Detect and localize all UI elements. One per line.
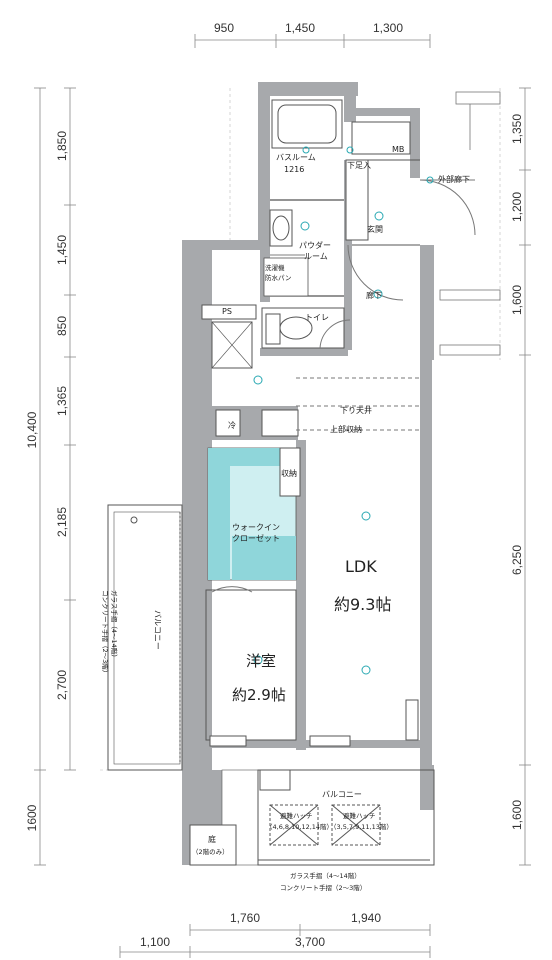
bathroom-size-label: 1216	[284, 165, 304, 174]
washer-label-2: 防水パン	[265, 273, 291, 282]
bottom-balcony-label: バルコニー	[322, 790, 362, 799]
hatch-label-1: 避難ハッチ	[280, 811, 313, 820]
dim-left-2: 1,450	[55, 235, 69, 265]
dimension-lines	[34, 34, 531, 958]
kitchen	[215, 377, 420, 437]
light-fixtures	[253, 146, 434, 675]
dim-right-4: 6,250	[510, 545, 524, 575]
ldk-size-label: 約9.3帖	[334, 595, 391, 614]
bottom-rail-label-2: コンクリート手摺（2～3階）	[280, 883, 366, 892]
room-labels: バスルーム 1216 パウダー ルーム 洗濯機 防水パン トイレ 玄関 下足入 …	[101, 145, 470, 892]
walk-in-closet	[207, 447, 301, 581]
dim-top-1: 950	[214, 21, 234, 35]
hatch-floors-label-1: （4,6,8,10,12,14階）	[266, 822, 333, 831]
upper-storage-label: 上部収納	[330, 424, 362, 434]
dim-left-1: 1,850	[55, 131, 69, 161]
side-balcony-label: バルコニー	[153, 610, 162, 650]
dim-top-2: 1,450	[285, 21, 315, 35]
wic-label: ウォークイン	[232, 523, 280, 532]
washer-label: 洗濯機	[265, 263, 285, 272]
toilet	[261, 307, 351, 349]
dim-left-6: 2,700	[55, 670, 69, 700]
dim-left-outer: 10,400	[25, 411, 39, 448]
dim-bottom-1: 1,760	[230, 911, 260, 925]
dim-bottom-2: 1,940	[351, 911, 381, 925]
hatch-floors-label-2: （3,5,7,9,11,13階）	[330, 822, 393, 831]
entrance-label: 玄関	[367, 224, 383, 234]
entrance-area	[345, 121, 476, 301]
dim-left-5: 2,185	[55, 507, 69, 537]
exterior-hall-label: 外部廊下	[438, 174, 470, 184]
ldk-windows	[309, 699, 419, 747]
western-size-label: 約2.9帖	[232, 686, 286, 704]
exterior-hall	[439, 91, 501, 356]
bottom-balcony	[189, 769, 435, 866]
hall-label: 廊下	[366, 290, 382, 300]
dim-bottom-4: 3,700	[295, 935, 325, 949]
ps-label: PS	[222, 307, 232, 316]
side-rail-label-1: ガラス手摺（4～14階）	[110, 590, 119, 661]
powder-label: パウダー	[299, 240, 331, 250]
dim-right-1: 1,350	[510, 114, 524, 144]
hatch-label-2: 避難ハッチ	[343, 811, 376, 820]
western-room	[205, 586, 297, 747]
garden-label: 庭	[208, 834, 216, 844]
dim-left-3: 850	[55, 316, 69, 336]
dim-left-4: 1,365	[55, 386, 69, 416]
dim-right-5: 1,600	[510, 800, 524, 830]
bathroom-label: バスルーム	[276, 153, 316, 162]
garden-note-label: （2階のみ）	[192, 847, 229, 856]
dim-right-3: 1,600	[510, 285, 524, 315]
dim-left-bottom: 1600	[25, 804, 39, 831]
fridge-label: 冷	[228, 420, 236, 430]
bottom-rail-label-1: ガラス手摺（4～14階）	[290, 871, 361, 880]
ldk-label: LDK	[345, 557, 377, 576]
powder-label-2: ルーム	[304, 252, 328, 261]
dim-top-3: 1,300	[373, 21, 403, 35]
western-label: 洋室	[246, 652, 276, 670]
ps-shaft	[201, 304, 257, 369]
side-balcony	[107, 504, 183, 771]
dim-right-2: 1,200	[510, 192, 524, 222]
drop-ceiling-label: 下り天井	[340, 405, 372, 415]
mb-label: MB	[392, 145, 404, 154]
bathroom	[263, 99, 344, 297]
toilet-label: トイレ	[305, 313, 329, 322]
side-rail-label-2: コンクリート手摺（2～3階）	[101, 590, 110, 676]
storage-label: 収納	[281, 468, 297, 478]
wic-label-2: クローゼット	[232, 533, 280, 543]
shoe-storage-label: 下足入	[347, 161, 371, 170]
dimension-labels: 950 1,450 1,300 1,760 1,940 1,100 3,700 …	[25, 21, 524, 949]
dim-bottom-3: 1,100	[140, 935, 170, 949]
